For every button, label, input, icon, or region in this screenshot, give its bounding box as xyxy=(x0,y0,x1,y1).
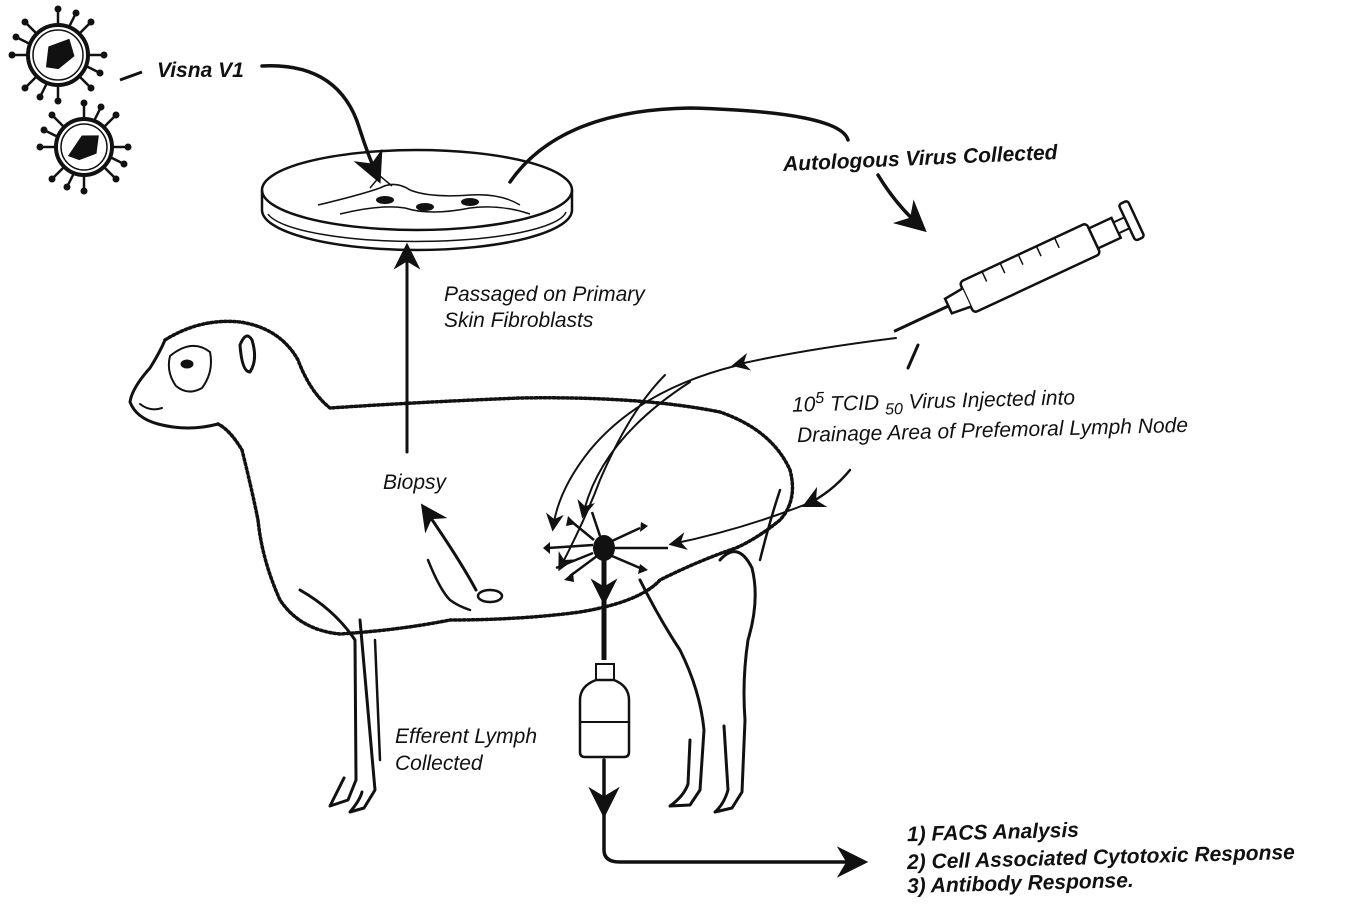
virus-label: Visna V1 xyxy=(157,58,244,84)
biopsy-site xyxy=(478,590,502,602)
sheep-eye-patch xyxy=(169,346,211,392)
arrow-to-outcomes xyxy=(604,812,862,862)
arrow-injection-7 xyxy=(672,505,804,544)
outcome-item-1: 1) FACS Analysis xyxy=(907,818,1080,849)
arrow-injection-2 xyxy=(553,366,735,528)
collection-bottle-icon xyxy=(580,560,629,757)
injection-target: Virus Injected into xyxy=(902,386,1075,414)
injection-dose-base: 10 xyxy=(792,393,816,417)
sheep-fleece-outline xyxy=(165,321,792,634)
sheep-ear xyxy=(240,336,255,372)
arrow-injection-5 xyxy=(908,345,918,368)
virus-particle-icon xyxy=(37,100,132,195)
passaged-label-line2: Skin Fibroblasts xyxy=(444,308,593,334)
virus-label-connector xyxy=(120,72,142,80)
sheep-hind-leg xyxy=(715,552,755,812)
efferent-label-line2: Collected xyxy=(395,751,483,777)
efferent-label-line1: Efferent Lymph xyxy=(395,724,537,750)
biopsy-label: Biopsy xyxy=(383,470,446,496)
injection-unit: TCID xyxy=(824,391,885,416)
passaged-label-line1: Passaged on Primary xyxy=(444,282,645,308)
injection-unit-subscript: 50 xyxy=(885,401,903,418)
arrow-site-to-biopsy xyxy=(424,508,476,590)
arrow-injection-6 xyxy=(806,470,850,505)
virus-particle-icon xyxy=(9,6,108,105)
arrow-virus-to-dish xyxy=(262,66,378,178)
arrow-injection-1 xyxy=(735,338,896,365)
arrow-collected-to-syringe xyxy=(878,175,922,228)
sheep-hind-leg-back xyxy=(640,580,704,806)
syringe-icon xyxy=(886,200,1145,349)
sheep-eye xyxy=(181,360,193,368)
sheep-front-leg-back xyxy=(300,590,356,806)
